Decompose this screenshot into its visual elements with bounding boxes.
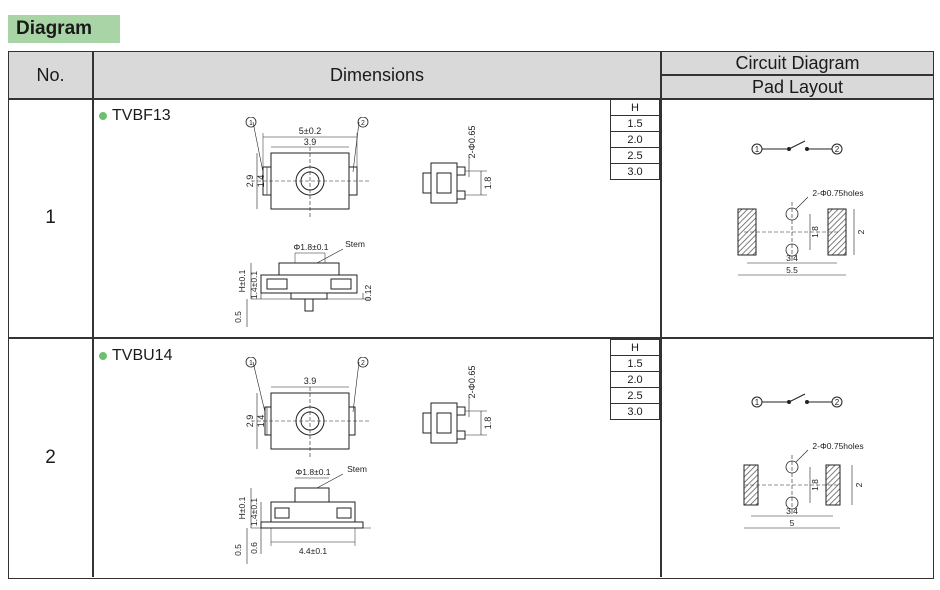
height-value: 2.0 (610, 371, 660, 388)
row-number-1: 1 (45, 207, 56, 228)
pin-marker: 2 (361, 120, 365, 127)
pin-label: 2 (835, 398, 840, 407)
dim-label: 1.8 (483, 177, 493, 190)
drawing-front-view-1: Φ1.8±0.1 Stem H±0.1 1.4±0.1 0.12 0.5 (233, 239, 373, 327)
divider (92, 52, 94, 577)
dim-label: 2-Φ0.75holes (812, 441, 863, 451)
dim-label: 3.9 (304, 376, 317, 386)
height-table-1: H 1.5 2.0 2.5 3.0 (610, 99, 660, 180)
dim-label: 2-Φ0.65 (467, 366, 477, 399)
dim-label: 2.9 (245, 415, 255, 428)
dim-label: 2-Φ0.75holes (812, 188, 863, 198)
dim-label: Φ1.8±0.1 (293, 242, 328, 252)
height-value: 1.5 (610, 355, 660, 372)
divider (9, 98, 933, 100)
dim-label: 0.5 (233, 311, 243, 323)
divider (9, 337, 933, 339)
section-title: Diagram (8, 15, 120, 43)
dim-label: 1.8 (483, 417, 493, 430)
pin-label: 1 (755, 398, 760, 407)
dim-label: 5±0.2 (299, 126, 321, 136)
bullet-icon (99, 112, 107, 120)
pad-layout-1: 2-Φ0.75holes 3.4 5.5 1.8 2 (737, 188, 866, 276)
height-header: H (610, 99, 660, 116)
model-name: TVBF13 (112, 107, 171, 124)
dim-label: 2.9 (245, 175, 255, 188)
drawing-side-view-1: 2-Φ0.65 1.8 (422, 126, 493, 204)
model-label-2: TVBU14 (99, 347, 172, 365)
divider (660, 74, 933, 76)
dim-label: 1.8 (810, 479, 820, 491)
header-circuit-diagram: Circuit Diagram (662, 52, 933, 74)
dim-label: 1.4±0.1 (249, 271, 259, 300)
dim-label: Stem (347, 464, 367, 474)
dim-label: 1.4 (256, 175, 266, 188)
dim-label: 1.4±0.1 (249, 498, 259, 527)
dim-label: 1.4 (256, 415, 266, 428)
circuit-diagram-2: 1 2 (751, 393, 843, 408)
dim-label: 5 (790, 518, 795, 528)
pin-label: 2 (835, 145, 840, 154)
height-value: 2.0 (610, 131, 660, 148)
pin-marker: 1 (249, 120, 253, 127)
dim-label: Φ1.8±0.1 (295, 467, 330, 477)
dim-label: 0.6 (249, 542, 259, 554)
pin-marker: 2 (361, 360, 365, 367)
model-name: TVBU14 (112, 347, 173, 364)
drawing-front-view-2: Φ1.8±0.1 Stem H±0.1 1.4±0.1 0.5 0.6 4.4±… (233, 464, 371, 564)
divider (660, 52, 662, 577)
pad-layout-2: 2-Φ0.75holes 3.4 5 1.8 2 (743, 441, 864, 529)
pin-label: 1 (755, 145, 760, 154)
dim-label: 4.4±0.1 (299, 546, 328, 556)
header-dimensions: Dimensions (93, 52, 661, 98)
dim-label: H±0.1 (237, 269, 247, 292)
model-label-1: TVBF13 (99, 107, 171, 125)
dim-label: 3.4 (786, 253, 798, 263)
height-value: 3.0 (610, 403, 660, 420)
height-value: 1.5 (610, 115, 660, 132)
dim-label: 3.9 (304, 137, 317, 147)
drawing-top-view-1: 1 2 5±0.2 3.9 2.9 1.4 (245, 117, 369, 217)
height-table-2: H 1.5 2.0 2.5 3.0 (610, 339, 660, 420)
drawing-side-view-2: 2-Φ0.65 1.8 (422, 366, 493, 444)
pin-marker: 1 (249, 360, 253, 367)
height-value: 2.5 (610, 387, 660, 404)
dim-label: 0.5 (233, 544, 243, 556)
dim-label: 1.8 (810, 226, 820, 238)
diagram-table: No. Dimensions Circuit Diagram Pad Layou… (8, 51, 934, 579)
dim-label: H±0.1 (237, 496, 247, 519)
row-number-2: 2 (45, 447, 56, 468)
dim-label: 5.5 (786, 265, 798, 275)
dim-label: 2 (856, 229, 866, 234)
dim-label: 3.4 (786, 506, 798, 516)
dim-label: Stem (345, 239, 365, 249)
dim-label: 2 (854, 482, 864, 487)
dim-label: 2-Φ0.65 (467, 126, 477, 159)
height-value: 2.5 (610, 147, 660, 164)
bullet-icon (99, 352, 107, 360)
drawing-top-view-2: 1 2 3.9 2.9 1.4 (245, 357, 369, 457)
height-value: 3.0 (610, 163, 660, 180)
header-no: No. (9, 52, 92, 98)
header-pad-layout: Pad Layout (662, 76, 933, 98)
dim-label: 0.12 (363, 284, 373, 301)
circuit-diagram-1: 1 2 (751, 140, 843, 155)
height-header: H (610, 339, 660, 356)
